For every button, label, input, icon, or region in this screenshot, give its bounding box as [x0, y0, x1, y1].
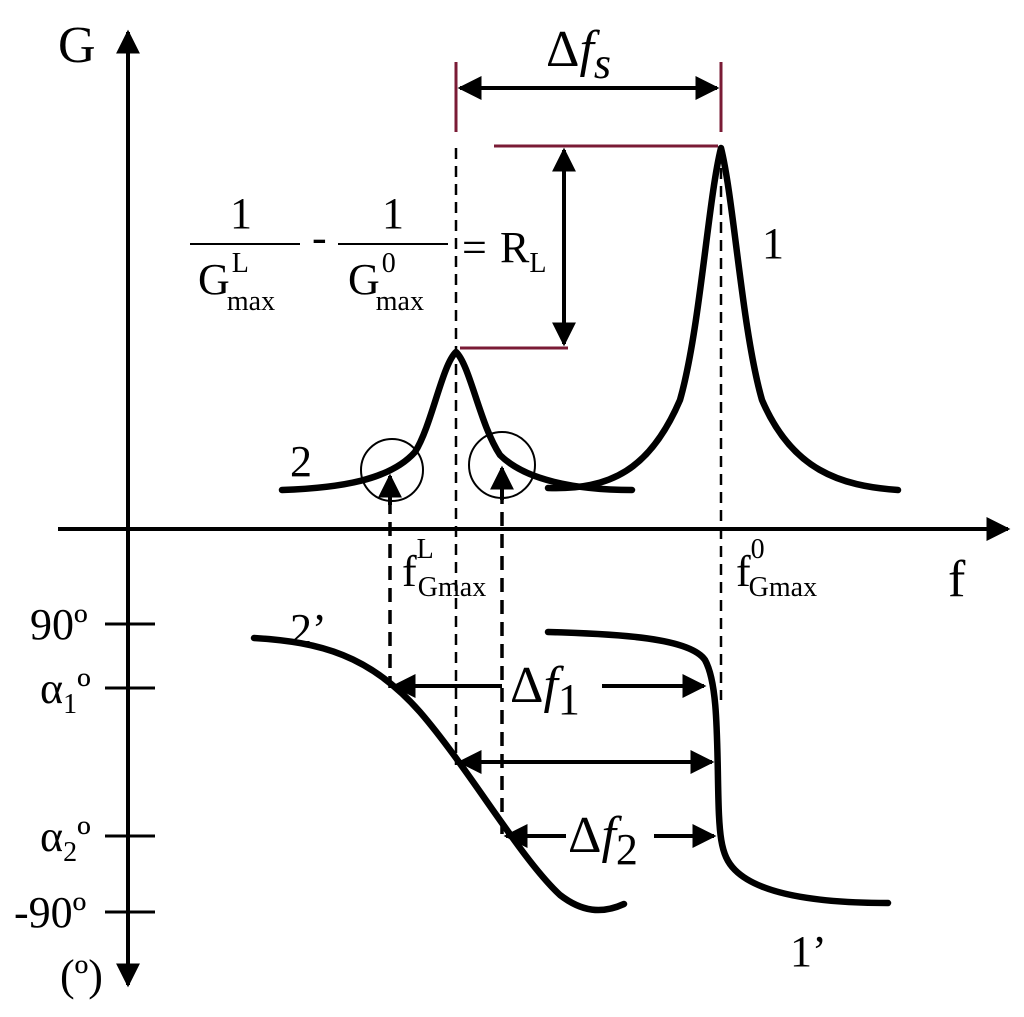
formula-numerator-2: 1 — [382, 189, 404, 238]
tick-label-alpha1: α1º — [40, 664, 91, 720]
y-axis-label: G — [58, 17, 96, 74]
delta-1-label: Δf1 — [510, 657, 580, 724]
formula-minus: - — [312, 213, 327, 262]
x-axis-label: f — [948, 551, 966, 608]
formula-numerator-1: 1 — [230, 189, 252, 238]
tick-label-90: 90º — [30, 600, 88, 649]
tick-label-minus90: -90º — [14, 888, 86, 937]
tick-label-alpha2: α2º — [40, 812, 91, 868]
curve-2-label: 2 — [290, 437, 312, 486]
formula-equals: = — [462, 223, 487, 272]
phase-unit-label: (º) — [60, 951, 103, 1000]
curve-1-label: 1 — [762, 219, 784, 268]
formula-rhs: RL — [500, 223, 546, 279]
curve-2-prime — [250, 634, 628, 914]
delta-2-label: Δf2 — [568, 807, 638, 874]
curve-1 — [544, 144, 902, 494]
curve-1-prime — [544, 628, 892, 907]
curve-1-prime-label: 1’ — [790, 927, 827, 976]
curve-2-prime-label: 2’ — [290, 605, 327, 654]
delta-s-label: Δfs — [546, 21, 611, 88]
